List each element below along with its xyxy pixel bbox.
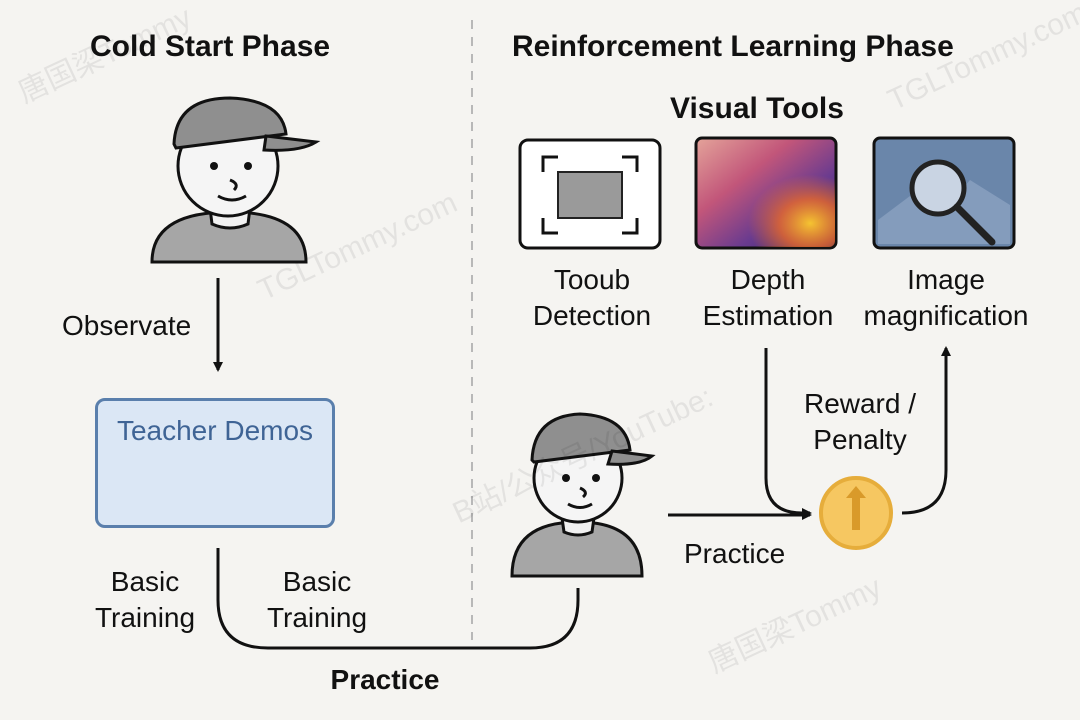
student-figure-right — [510, 412, 656, 578]
tool-card-depth — [694, 136, 838, 250]
tool-label-magnification: Image magnification — [863, 264, 1029, 331]
basic-training-label-1: Basic Training — [94, 566, 196, 633]
observe-label: Observate — [62, 310, 192, 341]
reward-arrow — [901, 346, 951, 515]
visual-tools-title: Visual Tools — [670, 92, 844, 125]
tool-card-magnification — [872, 136, 1016, 250]
cold-start-title: Cold Start Phase — [90, 30, 331, 63]
up-arrow-icon — [846, 486, 866, 530]
practice-path — [216, 548, 580, 650]
rl-phase-title: Reinforcement Learning Phase — [512, 30, 954, 63]
student-figure-left — [150, 96, 321, 264]
practice-label: Practice — [684, 538, 786, 569]
reward-node — [819, 476, 893, 550]
bottom-practice-label: Practice — [330, 664, 440, 695]
teacher-demos-title: Teacher Demos — [116, 415, 314, 446]
tool-label-depth: Depth Estimation — [702, 264, 834, 331]
tool-feedback-arrow — [764, 348, 812, 518]
basic-training-label-2: Basic Training — [266, 566, 368, 633]
reward-penalty-label: Reward / Penalty — [803, 388, 917, 455]
teacher-demos-box: Teacher Demos — [95, 398, 335, 528]
tool-card-detection — [518, 138, 662, 250]
tool-label-detection: Tooub Detection — [532, 264, 652, 331]
